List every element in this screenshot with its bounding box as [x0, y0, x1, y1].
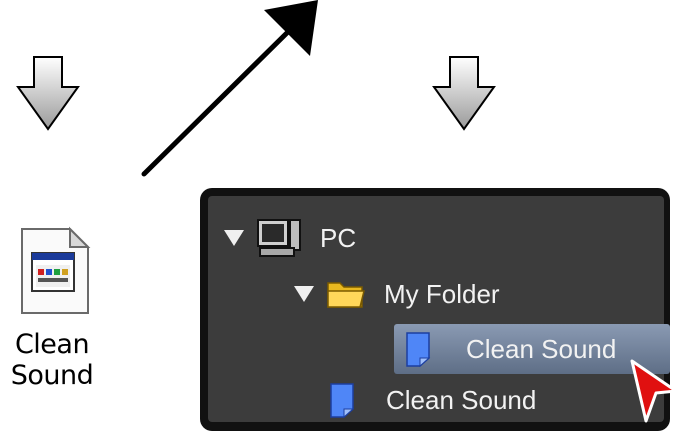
expand-triangle-icon[interactable]: [224, 230, 244, 246]
diagonal-arrow: [141, 0, 318, 177]
tree-item-label: PC: [320, 222, 357, 253]
tree-item-pc[interactable]: PC: [224, 212, 356, 264]
tree-item-label: My Folder: [384, 278, 500, 309]
computer-icon: [257, 219, 301, 257]
folder-icon: [327, 282, 365, 308]
document-icon: [406, 332, 431, 368]
application-file-icon: [21, 226, 91, 314]
desktop-file-label: Clean Sound: [6, 329, 98, 391]
desktop-file-label-line1: Clean: [14, 329, 90, 360]
tree-view: PC My Folder Clean Sound Clean Sound: [208, 196, 670, 422]
document-icon: [330, 383, 355, 419]
tree-item-label: Clean Sound: [386, 384, 537, 415]
down-arrow-left: [16, 56, 80, 131]
expand-triangle-icon[interactable]: [294, 286, 314, 302]
tree-item-clean-sound-selected[interactable]: Clean Sound: [394, 324, 670, 374]
tree-item-clean-sound[interactable]: Clean Sound: [328, 374, 536, 426]
desktop-file-label-line2: Sound: [10, 360, 94, 391]
tree-item-my-folder[interactable]: My Folder: [294, 268, 500, 320]
desktop-file-icon[interactable]: Clean Sound: [6, 225, 98, 395]
tree-item-label: Clean Sound: [466, 333, 617, 364]
tree-view-panel: PC My Folder Clean Sound Clean Sound: [200, 188, 670, 431]
down-arrow-right: [432, 56, 496, 131]
cursor-arrow-icon: [630, 359, 678, 423]
